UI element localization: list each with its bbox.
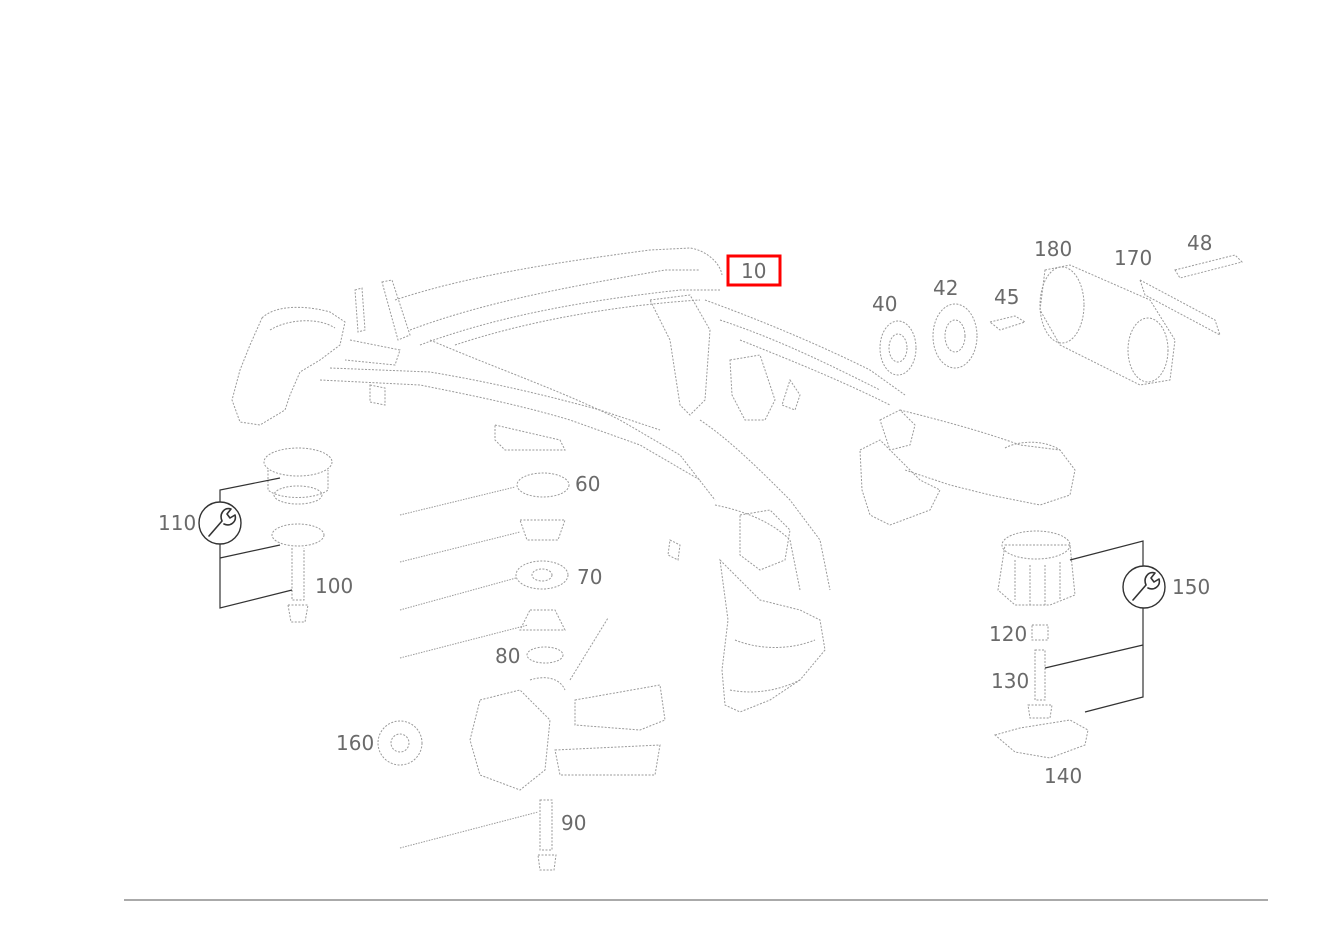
- callout-80[interactable]: 80: [495, 644, 520, 668]
- callout-90[interactable]: 90: [561, 811, 586, 835]
- callout-150[interactable]: 150: [1172, 575, 1210, 599]
- subframe-drawing: [231, 247, 1076, 713]
- part-160-drawing: [377, 720, 423, 766]
- callout-130[interactable]: 130: [991, 669, 1029, 693]
- right-mount-parts: [879, 254, 1243, 386]
- callout-160[interactable]: 160: [336, 731, 374, 755]
- callout-170[interactable]: 170: [1114, 246, 1152, 270]
- callout-42[interactable]: 42: [933, 276, 958, 300]
- wrench-icon[interactable]: [1122, 565, 1166, 609]
- right-fastener-stack: [993, 530, 1089, 759]
- callout-labels: 10 40 42 45 48 60 70 80 90 100 110 120 1…: [158, 231, 1212, 835]
- callout-10[interactable]: 10: [741, 259, 766, 283]
- selected-callout-highlight: [726, 254, 782, 287]
- callout-40[interactable]: 40: [872, 292, 897, 316]
- callout-120[interactable]: 120: [989, 622, 1027, 646]
- callout-45[interactable]: 45: [994, 285, 1019, 309]
- tool-bracket-left: [219, 477, 293, 609]
- leader-lines: [399, 486, 539, 849]
- wrench-icon[interactable]: [198, 501, 242, 545]
- callout-70[interactable]: 70: [577, 565, 602, 589]
- tool-bracket-right: [1044, 540, 1144, 713]
- left-fastener-stack: [263, 447, 666, 871]
- callout-100[interactable]: 100: [315, 574, 353, 598]
- callout-180[interactable]: 180: [1034, 237, 1072, 261]
- callout-48[interactable]: 48: [1187, 231, 1212, 255]
- callout-110[interactable]: 110: [158, 511, 196, 535]
- callout-60[interactable]: 60: [575, 472, 600, 496]
- callout-140[interactable]: 140: [1044, 764, 1082, 788]
